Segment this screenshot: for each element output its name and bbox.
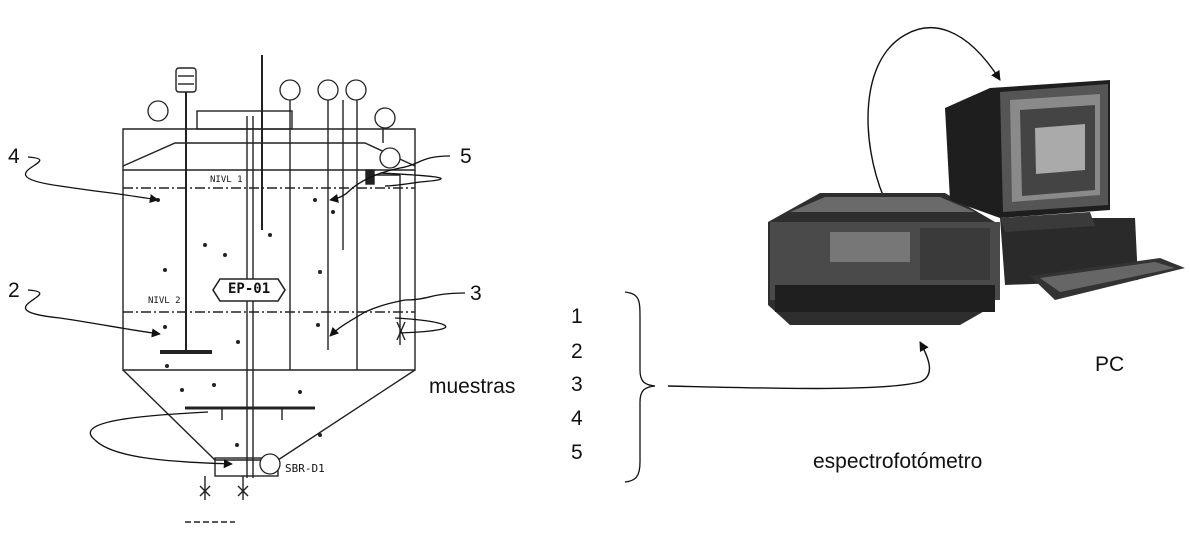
- spectrophotometer-label: espectrofotómetro: [813, 450, 983, 473]
- tank-tag-box: [212, 278, 286, 302]
- instrument-tags: [147, 79, 401, 475]
- samples-label: muestras: [429, 375, 516, 398]
- tank-tag: EP-01: [228, 281, 271, 297]
- sample-number: 1: [571, 305, 583, 328]
- instrument-bubble: [279, 79, 301, 101]
- sample-number: 3: [571, 373, 583, 396]
- particles: [156, 198, 335, 447]
- data-arrow: [867, 27, 1001, 199]
- sample-number: 2: [571, 340, 583, 363]
- tank-body: [122, 170, 416, 371]
- instrument-bubble: [345, 79, 367, 101]
- instrument-bubble: [374, 107, 396, 129]
- spectrophotometer-device: [768, 193, 1000, 325]
- level-low-label: NIVL 2: [148, 296, 181, 306]
- instrument-bubble: [317, 79, 339, 101]
- callout-arrows: [24, 155, 466, 469]
- outlet-tag: SBR-D1: [285, 462, 325, 475]
- instrument-bubble: [379, 147, 401, 169]
- pc-computer: [945, 80, 1185, 300]
- sample-number: 5: [571, 441, 583, 464]
- samples-arrow: [667, 341, 931, 390]
- instrument-bubble: [259, 453, 281, 475]
- motor: [175, 67, 197, 93]
- pc-label: PC: [1095, 353, 1125, 376]
- tank-roof: [122, 128, 416, 171]
- tank-top-nozzle: [196, 110, 293, 130]
- callout-3: 3: [470, 282, 482, 305]
- samples-brace: [624, 291, 656, 483]
- callout-2: 2: [8, 279, 20, 302]
- callout-4: 4: [8, 145, 20, 168]
- sample-number: 4: [571, 407, 583, 430]
- level-high-label: NIVL 1: [210, 175, 243, 185]
- callout-5: 5: [460, 145, 472, 168]
- instrument-bubble: [147, 100, 169, 122]
